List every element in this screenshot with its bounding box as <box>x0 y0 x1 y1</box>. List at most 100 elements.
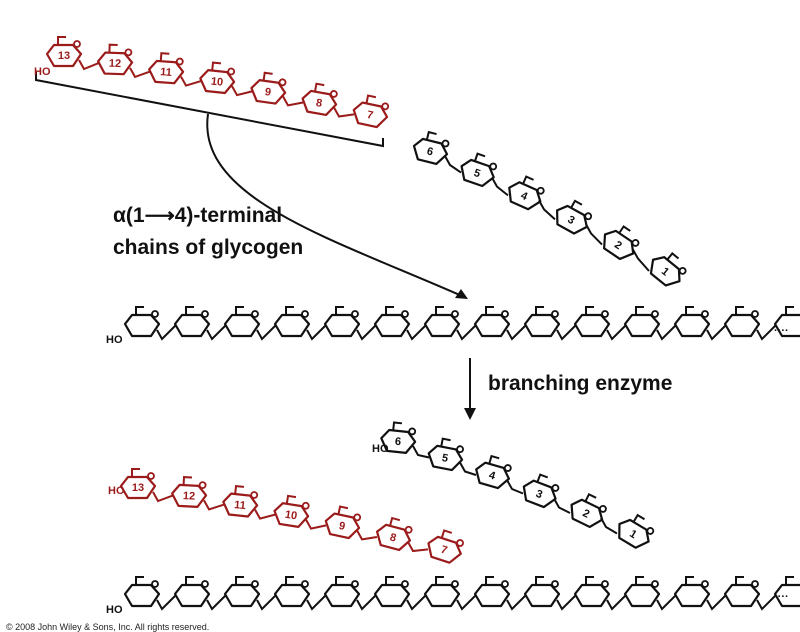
bottom-chain-glycosidic-bond <box>456 594 477 611</box>
top-black-glycosidic-bond <box>585 223 603 246</box>
middle-chain-glycosidic-bond <box>456 324 477 341</box>
unit-number: 4 <box>519 190 530 204</box>
bottom-chain-continuation: ···· <box>774 591 789 603</box>
middle-chain-glycosidic-bond <box>656 324 677 341</box>
middle-chain-glycosidic-bond <box>556 324 577 341</box>
middle-chain-ring <box>723 306 761 338</box>
top-red-ring: 10 <box>199 61 236 95</box>
unit-number: 9 <box>338 520 346 533</box>
unit-number: 7 <box>439 544 449 557</box>
top-black-glycosidic-bond <box>538 199 556 221</box>
top-red-ring: 9 <box>250 71 287 105</box>
bottom-black-glycosidic-bond <box>506 479 524 495</box>
top-red-ring: 12 <box>96 43 134 76</box>
middle-chain-ring <box>223 306 261 338</box>
bottom-chain-ring <box>523 576 561 608</box>
middle-chain-glycosidic-bond <box>606 324 627 341</box>
transfer-bracket <box>35 72 384 148</box>
middle-chain-ring <box>273 306 311 338</box>
top-red-glycosidic-bond <box>282 95 304 107</box>
middle-chain-ring <box>523 306 561 338</box>
unit-number: 13 <box>58 50 70 62</box>
top-black-ring: 3 <box>556 199 593 235</box>
bottom-red-ring: 8 <box>375 516 413 552</box>
unit-number: 10 <box>284 509 298 523</box>
top-black-glycosidic-bond <box>632 249 650 272</box>
top-red-glycosidic-bond <box>333 107 355 118</box>
middle-chain-ring <box>173 306 211 338</box>
unit-number: 10 <box>210 75 223 88</box>
bottom-chain-ring <box>273 576 311 608</box>
unit-number: 2 <box>581 507 592 520</box>
top-red-glycosidic-bond <box>180 76 202 87</box>
transfer-arrowhead <box>455 289 468 299</box>
middle-chain-ring <box>623 306 661 338</box>
unit-number: 3 <box>565 214 576 227</box>
unit-number: 1 <box>627 528 638 541</box>
bottom-red-glycosidic-bond <box>305 519 327 530</box>
middle-chain-ring <box>323 306 361 338</box>
bottom-chain-glycosidic-bond <box>706 594 727 611</box>
bottom-chain-glycosidic-bond <box>206 594 227 611</box>
middle-glycogen-chain <box>123 306 800 341</box>
top-black-ring: 1 <box>649 252 687 287</box>
bottom-red-glycosidic-bond <box>203 499 225 511</box>
bottom-red-ring: 9 <box>324 505 362 540</box>
bottom-chain-ring <box>473 576 511 608</box>
bottom-chain-ring <box>123 576 161 608</box>
top-black-ring: 6 <box>412 130 450 165</box>
top-red-glycosidic-bond <box>78 59 100 71</box>
bottom-chain-glycosidic-bond <box>656 594 677 611</box>
bottom-chain-glycosidic-bond <box>156 594 177 611</box>
middle-chain-glycosidic-bond <box>156 324 177 341</box>
bottom-chain-ring <box>323 576 361 608</box>
unit-number: 13 <box>132 482 144 494</box>
bottom-chain-ho: HO <box>106 604 123 616</box>
bottom-chain-ring <box>223 576 261 608</box>
top-red-ho: HO <box>34 66 51 78</box>
bottom-chain-ring <box>573 576 611 608</box>
unit-number: 7 <box>366 109 374 122</box>
unit-number: 2 <box>612 239 624 252</box>
bottom-black-ring: 2 <box>570 492 607 529</box>
middle-chain-ring <box>123 306 161 338</box>
top-black-glycosidic-bond <box>491 177 509 197</box>
top-terminal-chain: 13 12 11 10 9 8 7 6 5 4 3 2 1 <box>45 36 687 287</box>
unit-number: 3 <box>534 488 544 501</box>
bottom-black-glycosidic-bond <box>412 445 430 459</box>
bottom-black-ring: 3 <box>522 473 560 509</box>
middle-chain-glycosidic-bond <box>756 324 777 341</box>
unit-number: 8 <box>315 97 323 110</box>
unit-number: 11 <box>234 499 247 512</box>
bottom-red-glycosidic-bond <box>254 509 276 520</box>
bottom-red-branch: 13 12 11 10 9 8 7 <box>119 468 464 564</box>
bottom-black-ring: 5 <box>427 437 464 472</box>
middle-chain-ring <box>573 306 611 338</box>
top-black-ring: 2 <box>603 225 640 261</box>
unit-number: 12 <box>183 490 196 503</box>
unit-number: 5 <box>441 452 449 465</box>
bottom-black-ring: 6 <box>380 421 417 454</box>
bottom-black-ring: 4 <box>475 454 512 490</box>
bottom-red-glycosidic-bond <box>407 541 429 553</box>
unit-number: 11 <box>160 66 172 79</box>
top-red-glycosidic-bond <box>231 85 253 97</box>
top-black-glycosidic-bond <box>444 155 462 174</box>
unit-number: 5 <box>472 167 482 180</box>
bottom-black-glycosidic-bond <box>600 517 618 535</box>
middle-chain-glycosidic-bond <box>356 324 377 341</box>
bottom-chain-ring <box>373 576 411 608</box>
unit-number: 8 <box>388 531 397 544</box>
bottom-black-ring: 1 <box>618 513 655 549</box>
bottom-red-ring: 13 <box>119 468 157 500</box>
bottom-chain-glycosidic-bond <box>256 594 277 611</box>
bottom-chain-ring <box>773 576 800 608</box>
bottom-chain-ring <box>673 576 711 608</box>
middle-chain-continuation: ···· <box>774 325 789 337</box>
middle-chain-glycosidic-bond <box>406 324 427 341</box>
unit-number: 6 <box>394 436 401 449</box>
terminal-chain-label-line2: chains of glycogen <box>113 236 303 259</box>
middle-chain-glycosidic-bond <box>706 324 727 341</box>
top-red-glycosidic-bond <box>129 67 151 79</box>
